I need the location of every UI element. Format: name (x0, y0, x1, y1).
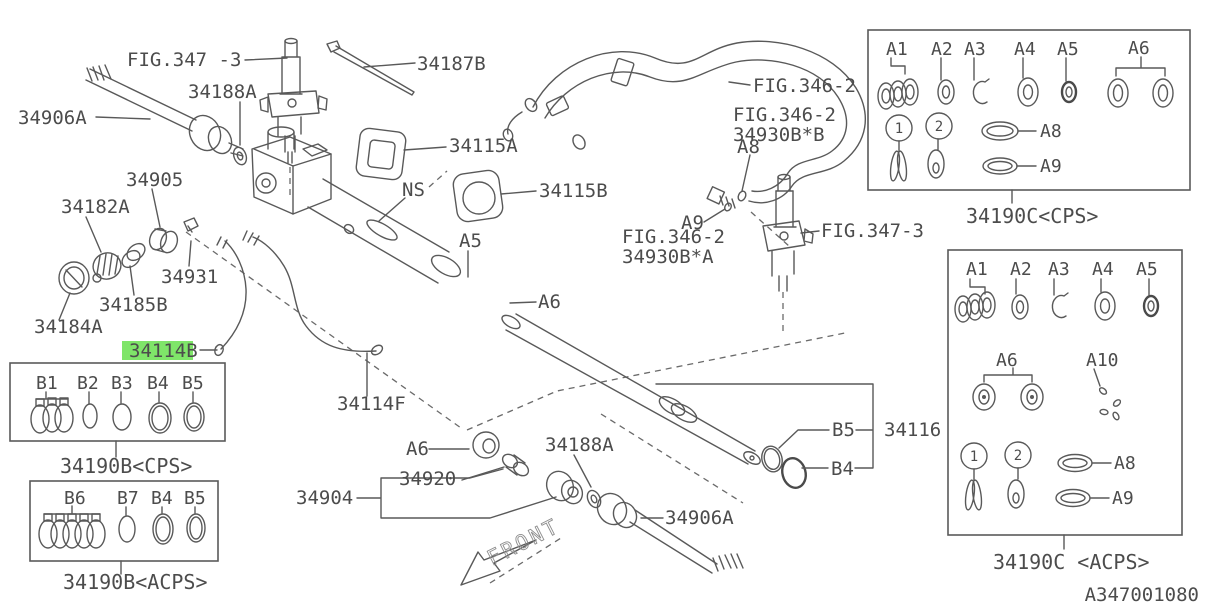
boot-set-drawings (38, 505, 206, 549)
boot-set-drawings (30, 391, 205, 434)
panel-item-a3: A3 (1048, 259, 1070, 280)
front-direction-marker: FRONT (460, 513, 564, 586)
panel-item-a3: A3 (964, 39, 986, 60)
label-34114f: 34114F (337, 393, 406, 415)
label-fig346-2-a1: FIG.346-2 (622, 226, 725, 248)
panel-item-b4: B4 (151, 488, 173, 509)
label-34188a-bottom: 34188A (545, 434, 614, 456)
front-label: FRONT (483, 514, 564, 571)
label-34184a: 34184A (34, 316, 103, 338)
panel-title-34190b-acps: 34190B<ACPS> (63, 570, 208, 594)
label-a6-housing: A6 (538, 291, 561, 313)
washer-34188a-top-drawing (232, 146, 248, 166)
panel-item-a2: A2 (1010, 259, 1032, 280)
panel-item-a8: A8 (1114, 453, 1136, 474)
panel-item-a5: A5 (1057, 39, 1079, 60)
valve-34930-drawing (762, 173, 814, 292)
panel-item-b4: B4 (147, 373, 169, 394)
label-34188a-top: 34188A (188, 81, 257, 103)
drawing-number: A347001080 (1085, 584, 1199, 606)
panel-34190b-cps: B1 B2 B3 B4 B5 34190B<CPS> (9, 362, 226, 478)
label-34187b: 34187B (417, 53, 486, 75)
panel-item-a1: A1 (886, 39, 908, 60)
panel-item-b6: B6 (64, 488, 86, 509)
small-parts-drawing (58, 217, 199, 295)
label-34116: 34116 (884, 419, 941, 441)
label-34906a-top: 34906A (18, 107, 87, 129)
label-fig347-3-left: FIG.347 -3 (127, 49, 241, 71)
panel-item-a2: A2 (931, 39, 953, 60)
label-34185b: 34185B (99, 294, 168, 316)
panel-item-b1: B1 (36, 373, 58, 394)
panel-item-b5: B5 (182, 373, 204, 394)
pipes-drawing (214, 230, 384, 357)
label-fig347-3-right: FIG.347-3 (821, 220, 924, 242)
label-34906a-bottom: 34906A (665, 507, 734, 529)
inner-tie-rod-bottom-drawing (596, 492, 744, 574)
label-a8: A8 (737, 136, 760, 158)
panel-34190b-acps: B6 B7 B4 B5 34190B<ACPS> (29, 480, 219, 594)
label-ns: NS (402, 179, 425, 201)
highlight-34114b (122, 341, 193, 360)
label-34904: 34904 (296, 487, 353, 509)
label-34931: 34931 (161, 266, 218, 288)
panel-callout-1: 1 (970, 449, 978, 465)
clamp-34115b-drawing (452, 169, 504, 223)
seal-kit-drawings (954, 278, 1160, 511)
diagram-labels: FIG.347 -3 34188A 34906A 34187B 34905 34… (18, 49, 941, 529)
label-b4: B4 (831, 458, 854, 480)
label-a5: A5 (459, 230, 482, 252)
panel-title-34190c-acps: 34190C <ACPS> (993, 550, 1150, 574)
panel-item-a6: A6 (996, 350, 1018, 371)
label-34905: 34905 (126, 169, 183, 191)
label-34930b-b: 34930B*B (733, 124, 825, 146)
panel-item-a5: A5 (1136, 259, 1158, 280)
panel-item-a6: A6 (1128, 38, 1150, 59)
seal-kit-drawings (877, 56, 1174, 182)
panel-item-b3: B3 (111, 373, 133, 394)
panel-item-a9: A9 (1112, 488, 1134, 509)
panel-34190c-acps: A1 A2 A3 A4 A5 (947, 249, 1183, 574)
panel-item-a8: A8 (1040, 121, 1062, 142)
panel-callout-1: 1 (895, 121, 903, 137)
panel-item-a1: A1 (966, 259, 988, 280)
panel-title-34190c-cps: 34190C<CPS> (966, 204, 1098, 228)
rack-shaft-drawing (501, 313, 761, 465)
label-34182a: 34182A (61, 196, 130, 218)
label-fig346-2-b1: FIG.346-2 (733, 104, 836, 126)
panel-title-34190b-cps: 34190B<CPS> (60, 454, 192, 478)
panel-item-a9: A9 (1040, 156, 1062, 177)
steering-valve-drawing (259, 37, 328, 164)
panel-item-a10: A10 (1086, 350, 1119, 371)
bracket-34115a-drawing (355, 127, 407, 181)
panel-34190c-cps: A1 A2 A3 A4 A5 A6 (867, 29, 1191, 228)
label-a6-mount: A6 (406, 438, 429, 460)
panel-item-a4: A4 (1014, 39, 1036, 60)
label-34114b: 34114B (129, 340, 198, 362)
panel-item-b7: B7 (117, 488, 139, 509)
label-34930b-a: 34930B*A (622, 246, 714, 268)
label-fig346-2-hose: FIG.346-2 (753, 75, 856, 97)
pressure-hoses-drawing (502, 40, 867, 212)
gear-housing-drawing (251, 126, 462, 284)
construction-lines (185, 167, 846, 584)
label-a9: A9 (681, 212, 704, 234)
panel-callout-2: 2 (1014, 448, 1022, 464)
leader-lines (58, 57, 874, 519)
seal-rings-b5-b4-drawing (761, 445, 807, 489)
label-34115a: 34115A (449, 135, 518, 157)
lock-pin-34187b-drawing (326, 40, 415, 96)
label-b5: B5 (832, 419, 855, 441)
label-34115b: 34115B (539, 180, 608, 202)
panel-item-b5: B5 (184, 488, 206, 509)
panel-callout-2: 2 (935, 119, 943, 135)
label-34920: 34920 (399, 468, 456, 490)
panel-item-a4: A4 (1092, 259, 1114, 280)
inner-tie-rod-top-drawing (85, 64, 244, 157)
panel-item-b2: B2 (77, 373, 99, 394)
